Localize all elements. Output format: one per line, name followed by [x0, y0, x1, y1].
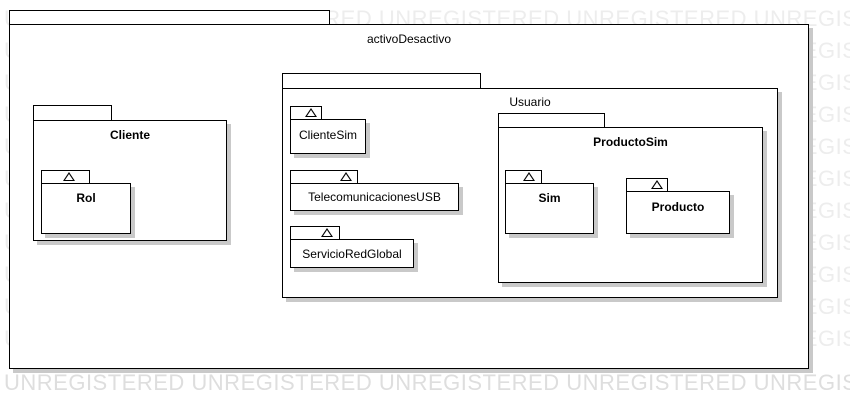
- package-label: TelecomunicacionesUSB: [308, 190, 441, 204]
- package-label: Producto: [651, 200, 705, 214]
- package-tab: [9, 10, 330, 25]
- package-tab: [626, 178, 668, 192]
- triangle-icon: [523, 172, 535, 181]
- package-tab: [290, 170, 358, 184]
- package-tab: [505, 170, 542, 184]
- package-tab: [41, 170, 90, 184]
- package-telecomunicaciones-usb[interactable]: TelecomunicacionesUSB: [290, 183, 459, 211]
- triangle-icon: [305, 108, 317, 117]
- package-label: ClienteSim: [298, 128, 358, 142]
- package-tab: [290, 226, 340, 240]
- triangle-icon: [63, 172, 75, 181]
- package-label: Sim: [538, 191, 561, 205]
- package-rol[interactable]: Rol: [41, 183, 131, 234]
- package-tab: [33, 105, 112, 121]
- package-tab: [290, 106, 322, 120]
- package-servicio-red-global[interactable]: ServicioRedGlobal: [290, 239, 414, 268]
- package-producto[interactable]: Producto: [626, 191, 730, 234]
- triangle-icon: [651, 180, 663, 189]
- package-label: Usuario: [509, 95, 551, 109]
- package-sim[interactable]: Sim: [505, 183, 594, 234]
- package-cliente-sim[interactable]: ClienteSim: [290, 119, 366, 154]
- package-label: ServicioRedGlobal: [302, 247, 402, 261]
- package-tab: [282, 73, 481, 89]
- package-label: Cliente: [109, 128, 150, 142]
- package-tab: [498, 113, 605, 128]
- package-label: ProductoSim: [593, 135, 668, 149]
- package-label: activoDesactivo: [366, 32, 452, 46]
- package-label: Rol: [76, 191, 96, 205]
- triangle-icon: [340, 172, 352, 181]
- triangle-icon: [321, 228, 333, 237]
